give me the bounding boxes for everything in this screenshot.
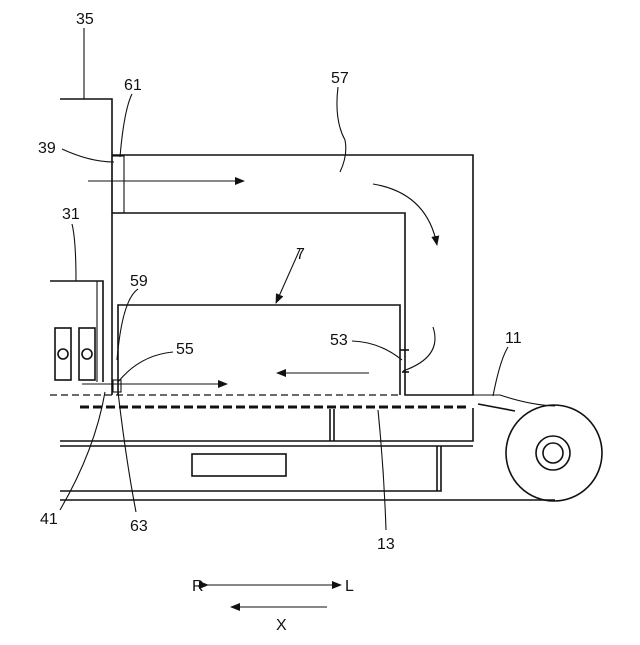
duct-57 <box>112 155 473 395</box>
element-63 <box>113 380 121 392</box>
label-57: 57 <box>331 70 349 87</box>
leader-53 <box>352 341 402 360</box>
drum-roller <box>506 405 602 501</box>
roller-left-b-hub <box>82 349 92 359</box>
leader-57 <box>337 87 346 172</box>
label-39: 39 <box>38 140 56 157</box>
label-53: 53 <box>330 332 348 349</box>
drum-hub-outer <box>536 436 570 470</box>
label-7: 7 <box>296 246 305 263</box>
leader-39 <box>62 149 114 162</box>
flow-curve-bottom <box>403 327 435 371</box>
leader-63 <box>118 392 136 512</box>
direction-label-x: X <box>276 617 287 634</box>
direction-label-l: L <box>345 578 354 595</box>
leader-61 <box>120 94 132 157</box>
label-11: 11 <box>505 330 522 347</box>
label-13: 13 <box>377 536 395 553</box>
chamber-7 <box>118 305 400 395</box>
leader-13 <box>378 410 386 530</box>
label-61: 61 <box>124 77 142 94</box>
leader-11 <box>493 347 508 396</box>
label-31: 31 <box>62 206 80 223</box>
label-55: 55 <box>176 341 194 358</box>
label-41: 41 <box>40 511 58 528</box>
filter-61 <box>112 156 124 213</box>
label-63: 63 <box>130 518 148 535</box>
wall-35 <box>60 99 112 395</box>
direction-label-r: R <box>192 578 204 595</box>
belt-slant <box>478 404 515 411</box>
leader-55 <box>118 352 173 382</box>
lower-panel <box>192 454 286 476</box>
leader-31 <box>72 224 76 281</box>
roller-left-a-hub <box>58 349 68 359</box>
label-59: 59 <box>130 273 148 290</box>
label-35: 35 <box>76 11 94 28</box>
leader-59 <box>117 289 138 360</box>
drum-hub-inner <box>543 443 563 463</box>
leader-41 <box>60 392 105 510</box>
